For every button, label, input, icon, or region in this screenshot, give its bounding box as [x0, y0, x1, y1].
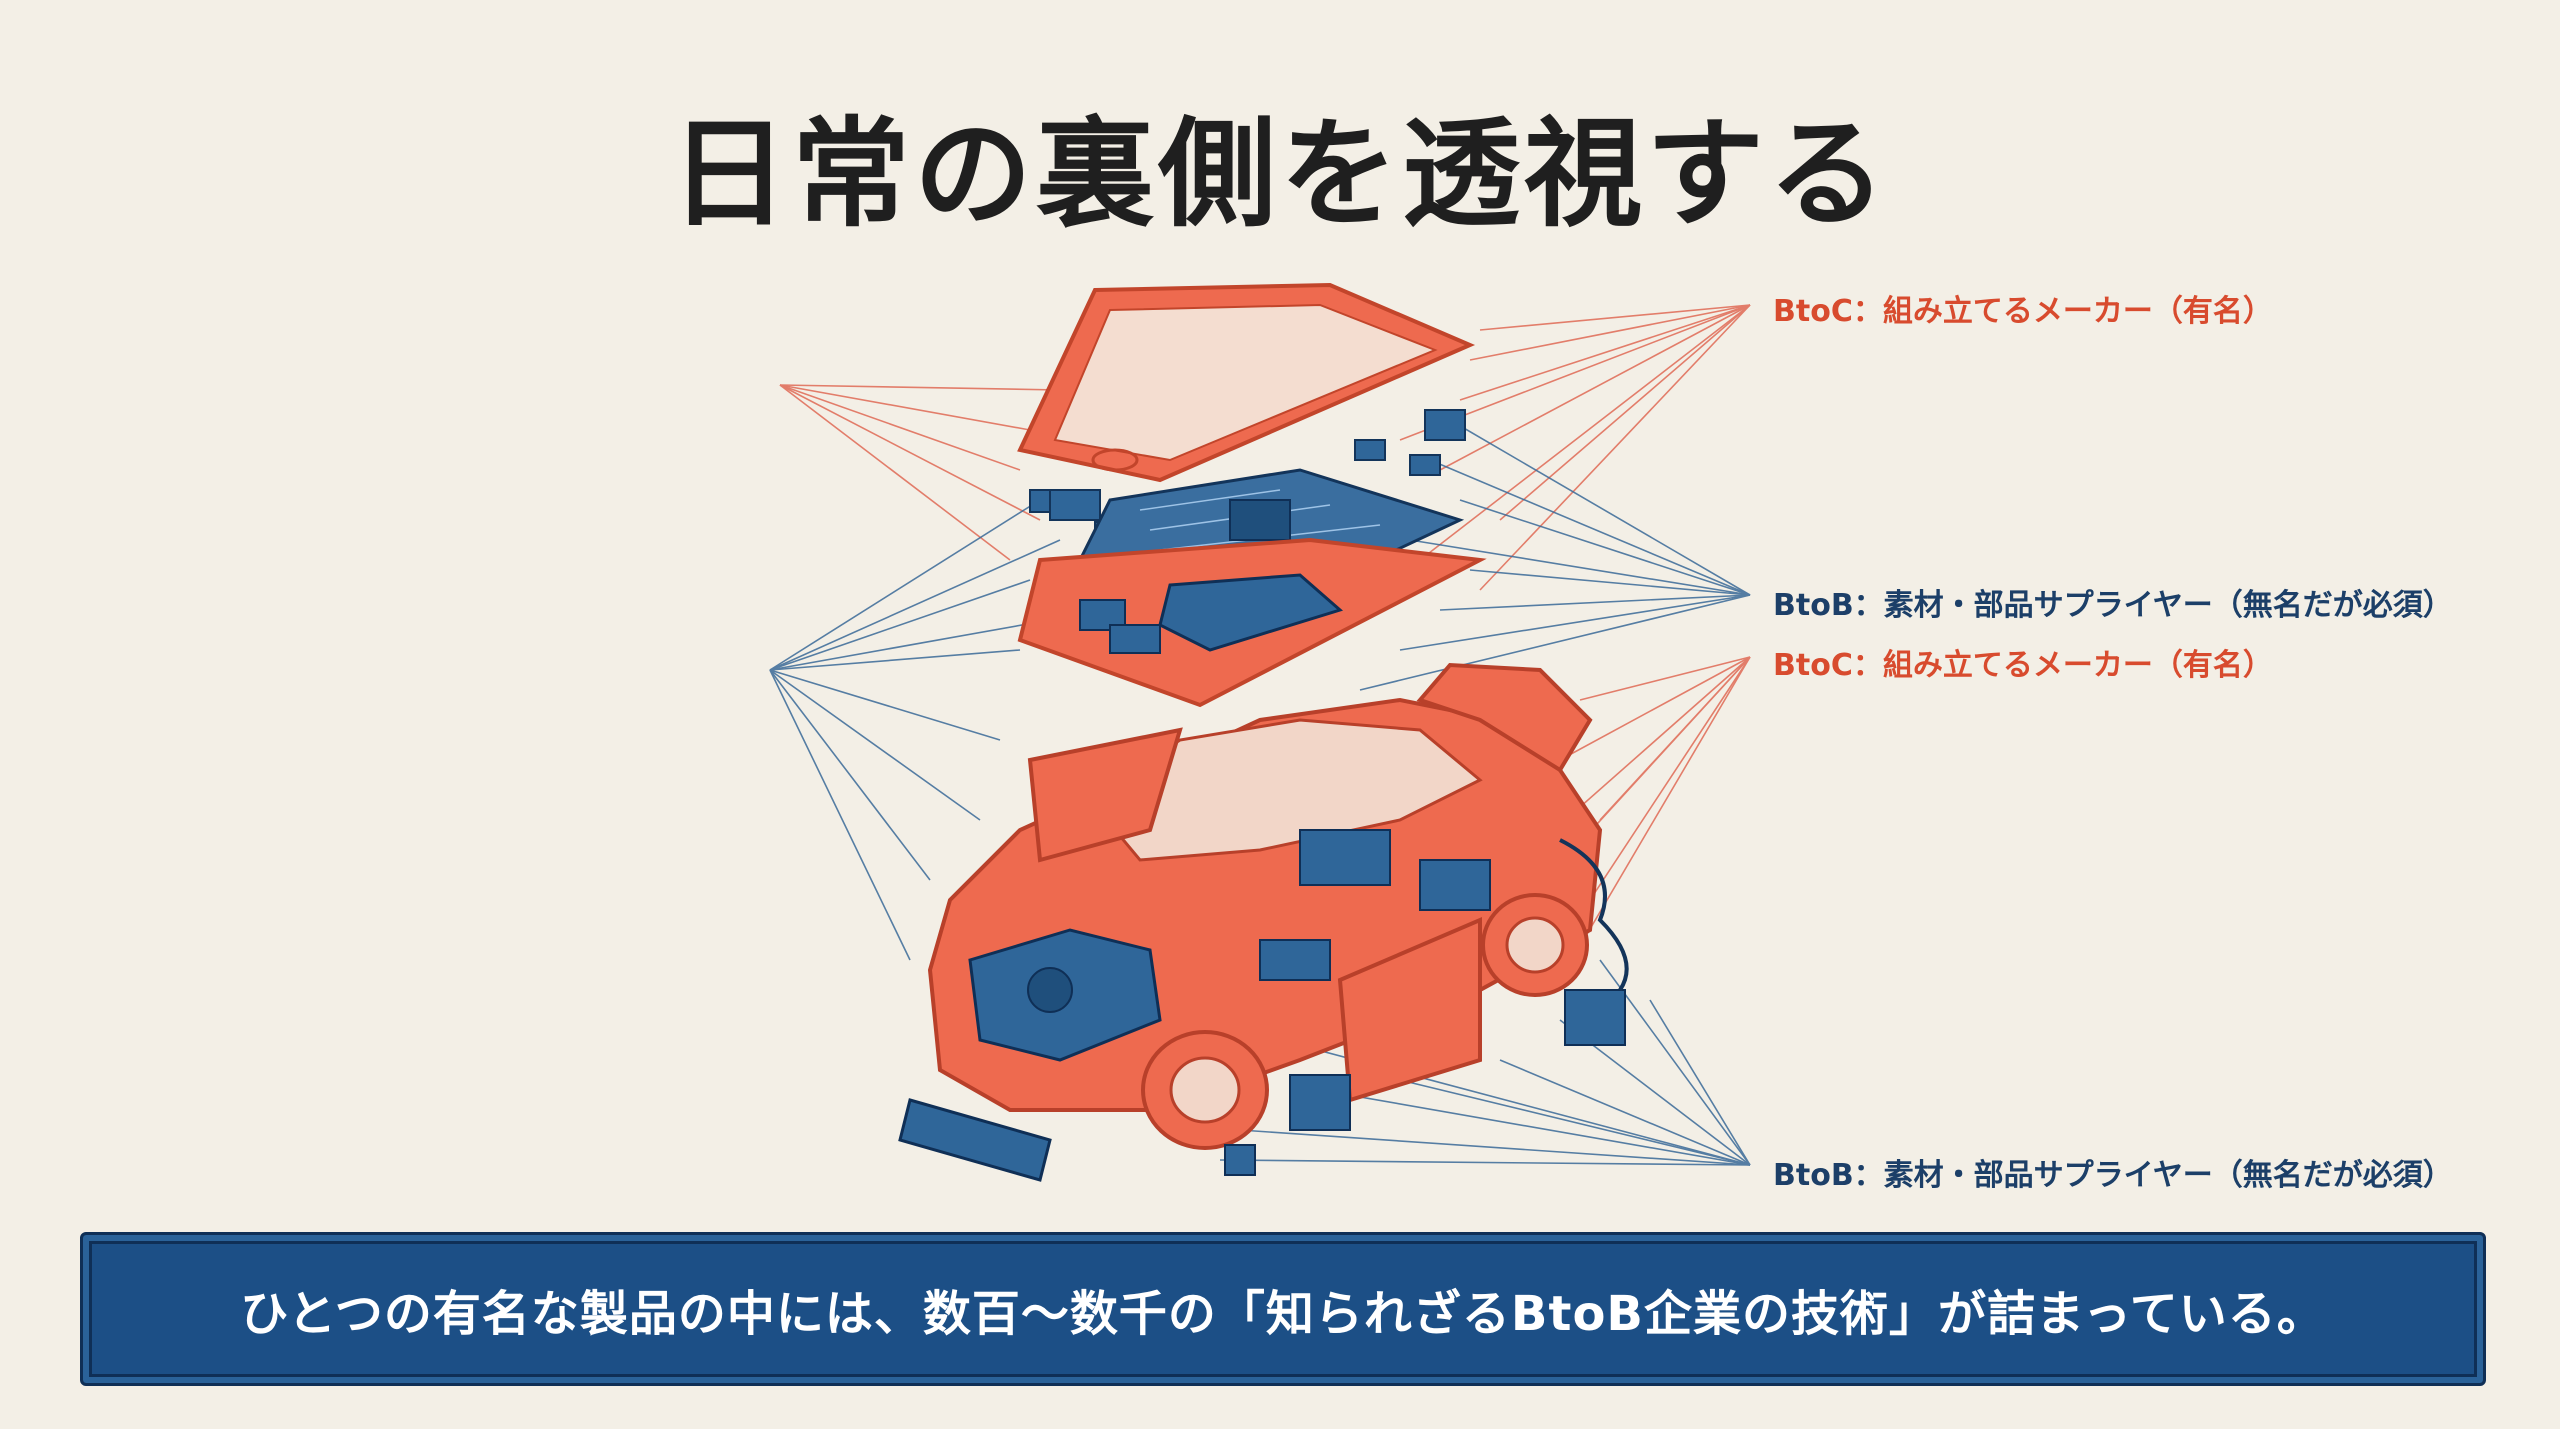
phone-btob-connectors: [769, 419, 1751, 961]
phone-screen: [1053, 303, 1438, 462]
car-sensor: [1224, 1144, 1256, 1176]
phone-home-button: [1091, 448, 1139, 472]
phone-camera-chip: [1424, 409, 1466, 441]
car-wheel-rear: [1481, 893, 1589, 997]
car-front-door: [1027, 727, 1183, 863]
phone-battery: [1158, 573, 1344, 652]
car-btob-label: BtoB：素材・部品サプライヤー（無名だが必須）: [1773, 1158, 2453, 1193]
phone-btob-label: BtoB：素材・部品サプライヤー（無名だが必須）: [1773, 588, 2453, 623]
car-radiator: [898, 1098, 1052, 1182]
summary-banner-text: ひとつの有名な製品の中には、数百〜数千の「知られざるBtoB企業の技術」が詰まっ…: [240, 1286, 2326, 1342]
car-trunk-lid: [1416, 662, 1593, 773]
phone-btoc-label: BtoC：組み立てるメーカー（有名）: [1773, 294, 2273, 329]
car-wiring-harness: [1559, 838, 1629, 992]
car-control-module: [1564, 989, 1626, 1046]
summary-banner: ひとつの有名な製品の中には、数百〜数千の「知られざるBtoB企業の技術」が詰まっ…: [80, 1232, 2486, 1386]
page-title: 日常の裏側を透視する: [669, 105, 1890, 243]
phone-btoc-connectors: [779, 304, 1751, 591]
car-exploded-illustration: [898, 662, 1629, 1182]
car-cabin: [1087, 718, 1483, 862]
car-rear-door: [1337, 916, 1482, 1103]
smartphone-exploded-illustration: [1017, 282, 1487, 708]
car-wheel-front: [1141, 1030, 1269, 1150]
car-ecu: [1289, 1074, 1351, 1131]
car-btoc-label: BtoC：組み立てるメーカー（有名）: [1773, 648, 2273, 683]
